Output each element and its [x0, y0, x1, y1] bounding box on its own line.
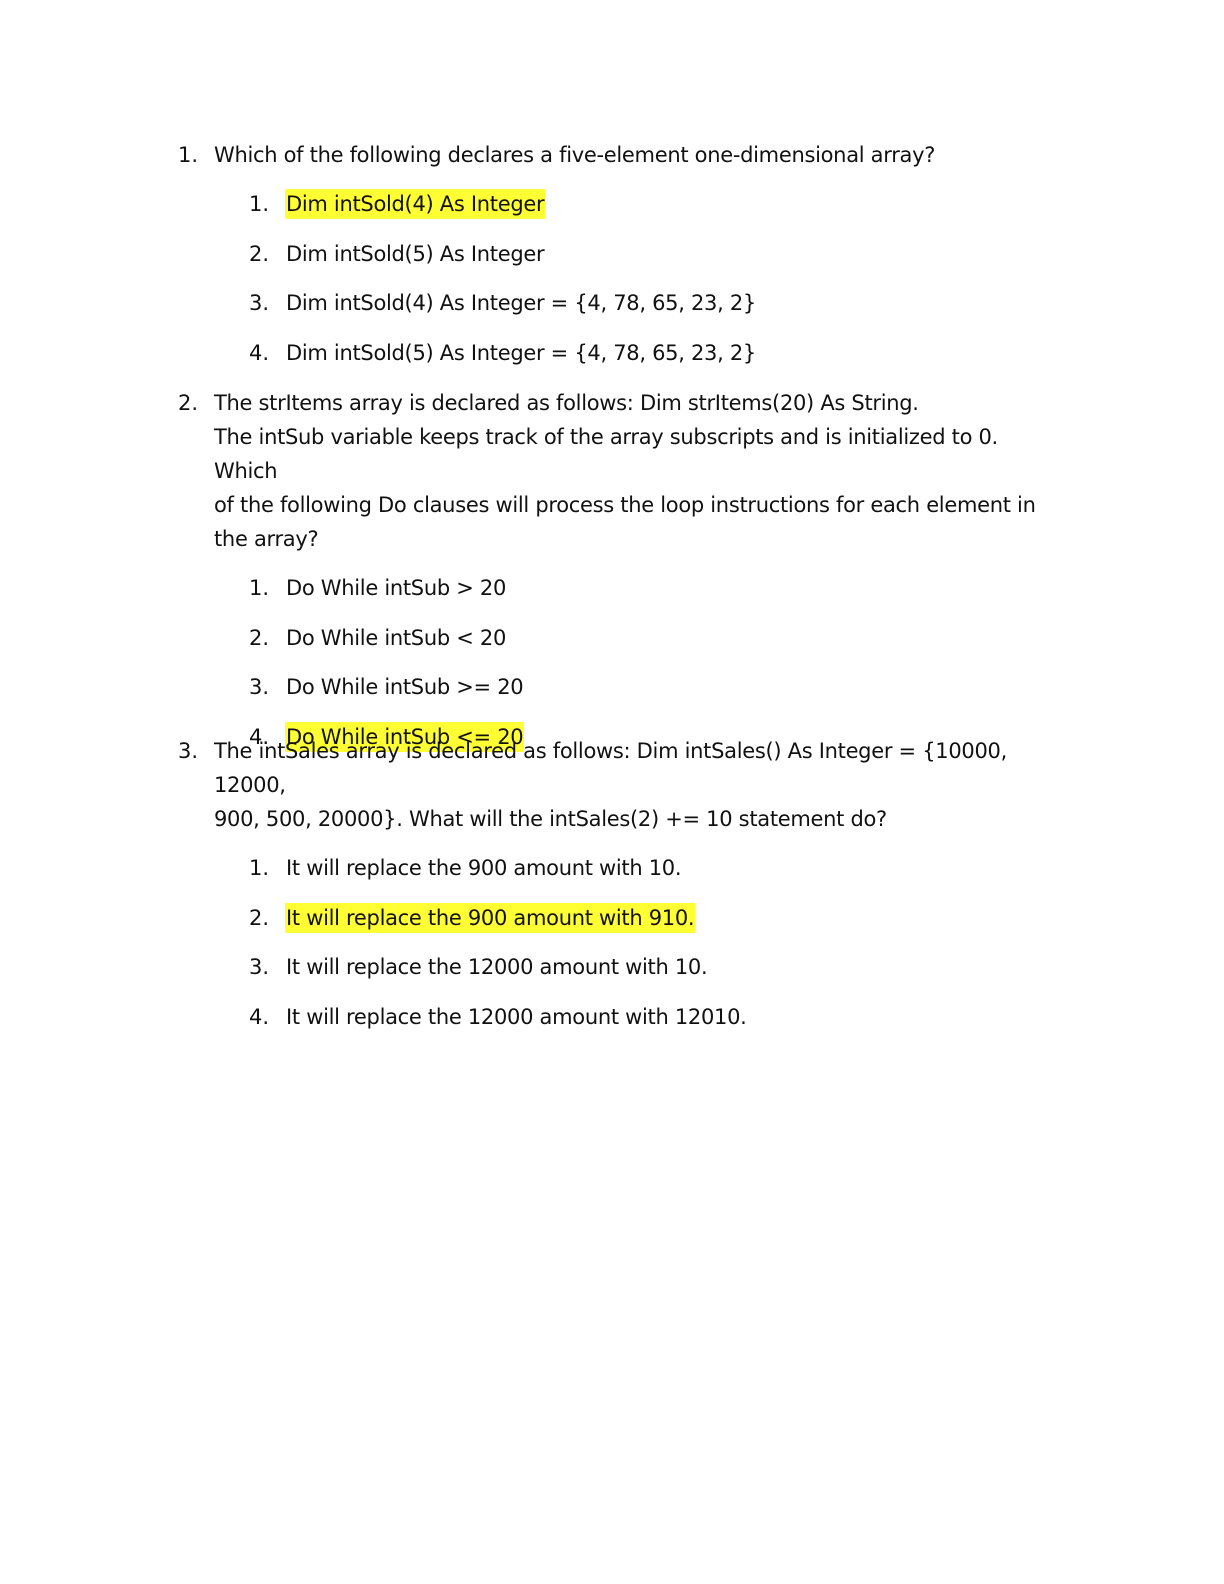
answer-number: 4. — [249, 340, 270, 365]
question-2: 2. The strItems array is declared as fol… — [178, 386, 1058, 769]
answer-text-highlighted: Do While intSub <= 20 — [285, 721, 525, 752]
answer-text: Dim intSold(5) As Integer — [286, 241, 545, 266]
answer-number: 3. — [249, 291, 270, 315]
answer-text: Do While intSub < 20 — [286, 625, 507, 650]
question-2-stem: 2. The strItems array is declared as fol… — [178, 386, 1058, 556]
question-number: 3. — [178, 739, 199, 763]
answer-number: 4. — [249, 724, 270, 749]
answer-list: 1. Dim intSold(4) As Integer 2. Dim intS… — [249, 187, 1058, 370]
answer-text: Do While intSub > 20 — [286, 576, 507, 600]
answer-option: 3. Dim intSold(4) As Integer = {4, 78, 6… — [249, 286, 1058, 320]
answer-number: 2. — [249, 625, 270, 650]
answer-list: 1. Do While intSub > 20 2. Do While intS… — [249, 571, 1058, 754]
answer-number: 3. — [249, 675, 270, 699]
question-text: Which of the following declares a five-e… — [214, 138, 935, 172]
question-line: the array? — [214, 527, 319, 551]
answer-option: 4. Do While intSub <= 20 — [249, 720, 1058, 754]
answer-option: 4. Dim intSold(5) As Integer = {4, 78, 6… — [249, 336, 1058, 370]
answer-option: 1. Do While intSub > 20 — [249, 571, 1058, 605]
answer-option: 2. It will replace the 900 amount with 9… — [249, 901, 1058, 935]
answer-number: 2. — [249, 241, 270, 266]
question-1: 1. Which of the following declares a fiv… — [178, 138, 1058, 385]
answer-number: 1. — [249, 192, 270, 216]
answer-text: Do While intSub >= 20 — [286, 675, 524, 699]
answer-number: 1. — [249, 856, 270, 880]
answer-text-highlighted: It will replace the 900 amount with 910. — [285, 902, 696, 933]
answer-option: 3. Do While intSub >= 20 — [249, 670, 1058, 704]
question-3: 3. The intSales array is declared as fol… — [178, 734, 1058, 1049]
answer-option: 1. Dim intSold(4) As Integer — [249, 187, 1058, 221]
answer-text: Dim intSold(4) As Integer = {4, 78, 65, … — [286, 291, 756, 315]
answer-option: 3. It will replace the 12000 amount with… — [249, 950, 1058, 984]
answer-text: Dim intSold(5) As Integer = {4, 78, 65, … — [286, 340, 756, 365]
answer-option: 4. It will replace the 12000 amount with… — [249, 1000, 1058, 1034]
answer-number: 1. — [249, 576, 270, 600]
answer-number: 3. — [249, 955, 270, 979]
question-line: Which of the following declares a five-e… — [214, 143, 936, 167]
answer-option: 2. Dim intSold(5) As Integer — [249, 237, 1058, 271]
question-1-stem: 1. Which of the following declares a fiv… — [178, 138, 1058, 172]
question-line: The intSub variable keeps track of the a… — [214, 425, 998, 483]
question-line: 900, 500, 20000}. What will the intSales… — [214, 807, 887, 831]
question-number: 2. — [178, 391, 199, 415]
answer-number: 4. — [249, 1004, 270, 1029]
answer-text: It will replace the 12000 amount with 10… — [286, 955, 708, 979]
question-line: of the following Do clauses will process… — [214, 493, 1036, 517]
question-line: The strItems array is declared as follow… — [214, 391, 919, 415]
answer-text-highlighted: Dim intSold(4) As Integer — [285, 189, 546, 219]
question-line: The intSales array is declared as follow… — [214, 739, 1007, 797]
answer-number: 2. — [249, 905, 270, 930]
question-number: 1. — [178, 143, 199, 167]
question-3-stem: 3. The intSales array is declared as fol… — [178, 734, 1058, 836]
answer-list: 1. It will replace the 900 amount with 1… — [249, 851, 1058, 1034]
answer-text: It will replace the 900 amount with 10. — [286, 856, 682, 880]
answer-option: 2. Do While intSub < 20 — [249, 621, 1058, 655]
question-text: The strItems array is declared as follow… — [214, 386, 1058, 556]
answer-option: 1. It will replace the 900 amount with 1… — [249, 851, 1058, 885]
question-text: The intSales array is declared as follow… — [214, 734, 1058, 836]
answer-text: It will replace the 12000 amount with 12… — [286, 1004, 747, 1029]
